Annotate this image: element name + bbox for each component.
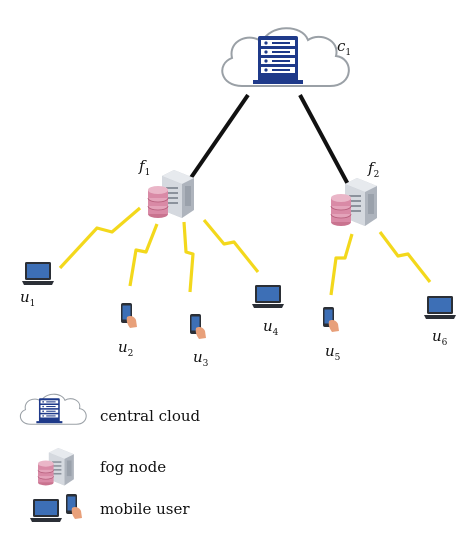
laptop-icon-u1	[22, 262, 54, 285]
laptop-icon-u6	[424, 296, 456, 319]
wireless-f1-u2	[128, 223, 159, 287]
label-u5: u5	[325, 342, 341, 363]
label-f2: f2	[367, 159, 379, 180]
label-u4: u4	[263, 317, 279, 338]
label-u3: u3	[193, 348, 209, 369]
link-c1-f1	[186, 93, 250, 184]
phone-icon-u5	[323, 307, 339, 332]
legend-user-label: mobile user	[100, 500, 190, 518]
fog-node-icon	[147, 169, 195, 219]
label-c1: c1	[337, 37, 351, 58]
legend-fog-label: fog node	[100, 458, 166, 476]
label-u2: u2	[118, 338, 133, 359]
wireless-links	[58, 206, 432, 296]
legend: central cloud fog node mobile user	[19, 393, 201, 522]
legend-laptop-icon	[30, 499, 62, 522]
label-u6: u6	[432, 327, 448, 348]
fog-node-f1	[147, 169, 195, 219]
label-u1: u1	[20, 288, 35, 309]
legend-phone-icon	[66, 494, 82, 519]
wireless-f2-u5	[329, 233, 354, 296]
legend-cloud-label: central cloud	[100, 407, 201, 425]
phone-icon-u3	[190, 314, 206, 339]
fog-node-f2	[330, 177, 378, 227]
laptop-icon-u4	[252, 285, 284, 308]
wireless-f1-u1	[58, 206, 142, 270]
backhaul-links	[186, 93, 352, 189]
wireless-f1-u4	[202, 218, 260, 273]
fog-node-icon	[330, 177, 378, 227]
central-cloud	[221, 27, 350, 87]
label-f1: f1	[138, 157, 150, 178]
legend-fog-icon	[37, 447, 75, 486]
legend-cloud-icon	[19, 393, 87, 425]
server-rack-icon	[253, 36, 303, 84]
link-c1-f2	[298, 94, 352, 189]
wireless-f1-u3	[182, 221, 195, 293]
wireless-f2-u6	[378, 231, 432, 283]
phone-icon-u2	[121, 303, 137, 328]
